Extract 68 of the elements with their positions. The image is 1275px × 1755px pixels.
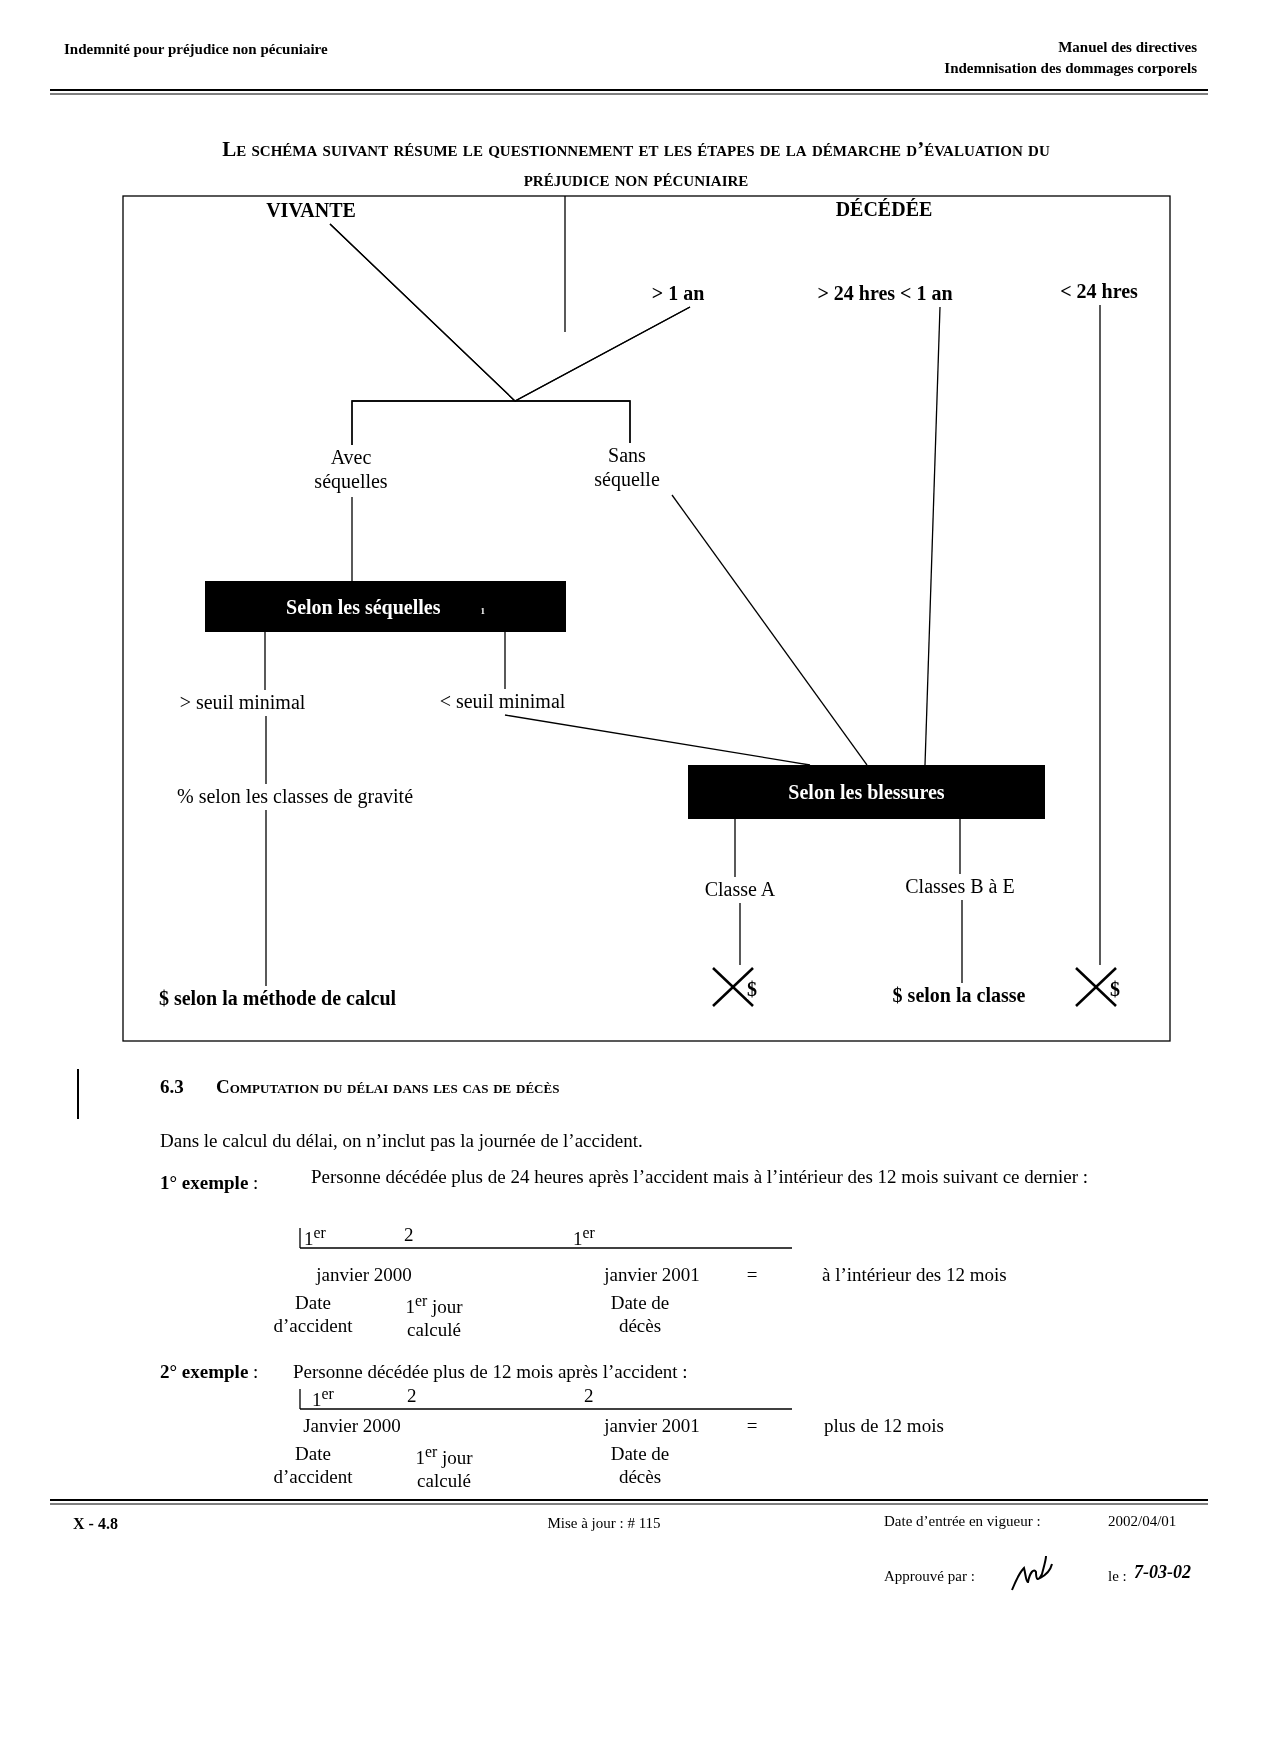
connector-line [265,809,267,987]
branch-label: Classes B à E [885,874,1035,900]
category-label: < 24 hres [1048,279,1150,305]
example-label: 1° exemple : [160,1172,260,1195]
paragraph: Dans le calcul du délai, on n’inclut pas la journée de l’accident. [160,1130,644,1153]
date-text: janvier 2000 [314,1264,413,1287]
branch-label: Classe A [690,877,790,903]
date-value: 2002/04/01 [1108,1512,1178,1530]
branch-label: < seuil minimal [425,689,580,715]
connector-line [1099,304,1101,966]
outcome-text: $ selon la classe [875,983,1043,1009]
timeline-number: 1$^{er}$ [304,1224,327,1252]
branch-label: Avec séquelles [300,445,402,497]
timeline-number: 2 [584,1385,595,1408]
paragraph: Personne décédée plus de 12 mois après l’accident : [293,1361,689,1384]
branch-label: Sans séquelle [580,443,674,495]
date-text: Janvier 2000 [302,1415,402,1438]
timeline-caption: Date de décès [609,1443,671,1489]
section-number: 6.3 [160,1076,185,1099]
timeline-number: 1$^{er}$ [573,1224,596,1252]
category-label: > 1 an [640,281,716,307]
connector-line [265,715,267,785]
timeline-number: 2 [407,1385,418,1408]
timeline-number: 2 [404,1224,415,1247]
connector-line [959,818,961,875]
connector-line [734,818,736,878]
connector-line [671,494,868,766]
process-box: Selon les blessures [688,765,1045,819]
date-text: janvier 2001 [602,1264,701,1287]
connector-line [514,306,691,444]
branch-label: > seuil minimal [165,690,320,716]
dollar-sign: $ [1110,979,1120,999]
category-label: DÉCÉDÉE [820,197,948,223]
branch-label: % selon les classes de gravité [150,784,440,810]
section-heading: Computation du délai dans les cas de décès [216,1076,561,1099]
timeline-caption: 1$^{er}$ jour calculé [414,1443,474,1493]
dollar-sign: $ [747,979,757,999]
header-text: Indemnisation des dommages corporels [943,59,1197,77]
process-box: Selon les séquelles 1 [205,581,566,632]
connector-line [924,306,941,766]
footer-text: Date d’entrée en vigueur : [884,1512,1042,1530]
connector-line [264,631,266,691]
paragraph: Personne décédée plus de 24 heures après l’accident mais à l’intérieur des 12 mois suivant ce dernier : [311,1166,1090,1189]
header-text: Indemnité pour préjudice non pécuniaire [64,40,329,58]
connector-line [504,631,506,690]
equals-sign: = [745,1415,759,1438]
equals-sign: = [745,1264,759,1287]
timeline-caption: 1$^{er}$ jour calculé [404,1292,464,1342]
category-label: VIVANTE [250,198,372,224]
connector-line [961,899,963,984]
timeline-caption: Date d’accident [272,1443,354,1489]
page-number: X - 4.8 [73,1514,119,1534]
connector-line [351,496,353,582]
handwritten-date: 7-03-02 [1134,1562,1192,1584]
footer-text: Approuvé par : [884,1567,976,1585]
header-text: Manuel des directives [1057,38,1197,56]
diagram-title: Le schéma suivant résume le questionnement et les étapes de la démarche d’évaluation du préjudice non pécuniaire [221,136,1051,194]
date-text: janvier 2001 [602,1415,701,1438]
outcome-text: $ selon la méthode de calcul [135,986,420,1012]
connector-line [739,902,741,966]
connector-line [504,714,811,766]
footer-text: Mise à jour : # 115 [546,1514,662,1532]
category-label: > 24 hres < 1 an [790,281,980,307]
result-text: plus de 12 mois [824,1415,945,1438]
timeline-caption: Date d’accident [272,1292,354,1338]
timeline-number: 1$^{er}$ [312,1385,335,1413]
result-text: à l’intérieur des 12 mois [822,1264,1008,1287]
timeline-caption: Date de décès [609,1292,671,1338]
